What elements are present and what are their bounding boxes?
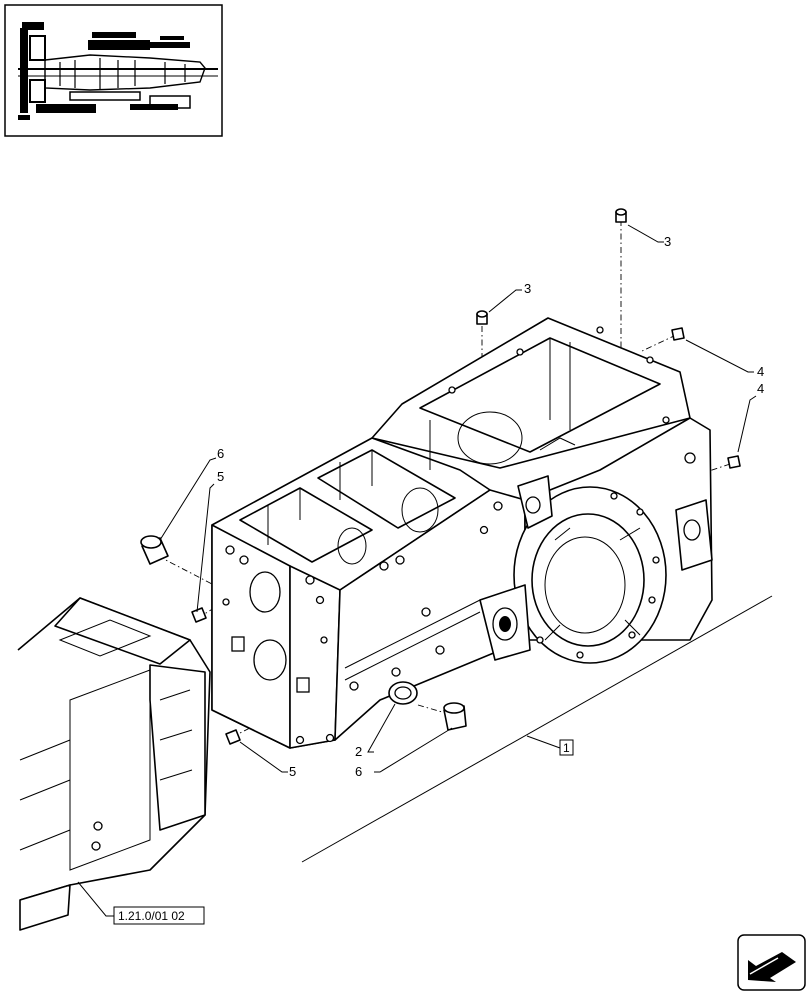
next-page-arrow-icon[interactable]: [737, 934, 806, 991]
assembly-ref-box: 1: [559, 739, 574, 756]
callout-3-lower: 3: [524, 281, 531, 296]
assembly-ref-label: 1: [563, 741, 570, 755]
dowel-pin-5-lower: [225, 729, 241, 745]
callout-5-lower: 5: [289, 764, 296, 779]
leader-lines: [77, 224, 773, 917]
callout-4-lower: 4: [757, 381, 764, 396]
transmission-section-thumbnail: [4, 4, 223, 137]
dowel-pin-3-upper: [615, 208, 627, 223]
transmission-housing: [211, 317, 713, 749]
dowel-pin-4-upper: [671, 327, 685, 341]
callout-6-right: 6: [355, 764, 362, 779]
cross-ref-label: 1.21.0/01 02: [118, 909, 185, 923]
adjacent-gearbox-housing: [17, 597, 211, 931]
bushing-6-right: [443, 702, 467, 731]
cross-ref-box[interactable]: 1.21.0/01 02: [113, 906, 205, 925]
callout-2: 2: [355, 744, 362, 759]
seal-ring-2: [388, 681, 418, 705]
bushing-6-left: [140, 535, 169, 565]
dowel-pin-3-lower: [476, 310, 488, 325]
callout-5-upper: 5: [217, 469, 224, 484]
dowel-pin-4-lower: [727, 455, 741, 469]
dowel-pin-5-upper: [191, 607, 207, 623]
callout-4-upper: 4: [757, 364, 764, 379]
callout-6-left: 6: [217, 446, 224, 461]
callout-3-upper: 3: [664, 234, 671, 249]
